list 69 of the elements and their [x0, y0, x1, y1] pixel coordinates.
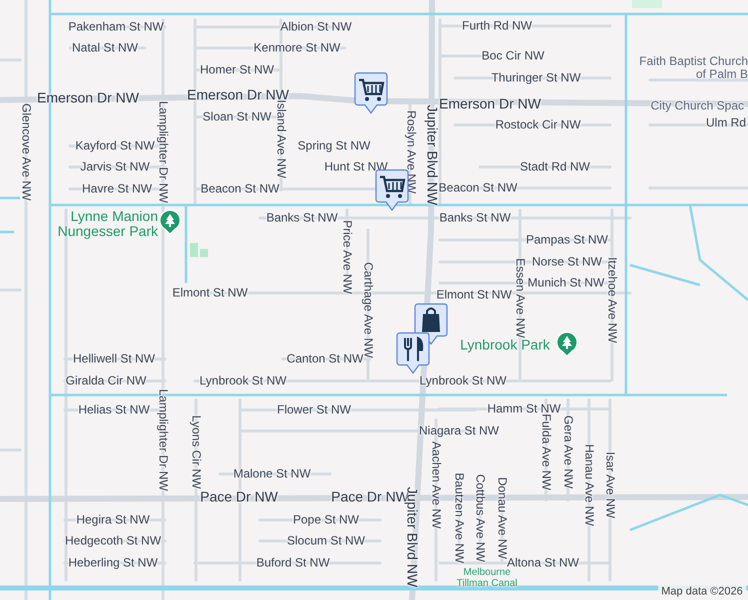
- park-label: Lynne Manion Nungesser Park: [56, 209, 158, 239]
- street-label: Lynbrook St NW: [420, 374, 506, 388]
- street-label: Havre St NW: [82, 182, 152, 196]
- street-label: Emerson Dr NW: [439, 96, 541, 112]
- street-label: Pope St NW: [292, 514, 360, 526]
- street-label: Canton St NW: [286, 352, 364, 366]
- street-label: Cottbus Ave NW: [474, 474, 486, 562]
- street-label: Kayford St NW: [75, 140, 155, 152]
- street-label: Banks St NW: [439, 212, 511, 224]
- street-label: Island Ave NW: [274, 100, 288, 178]
- street-label: Isar Ave NW: [604, 452, 616, 518]
- street-label: Lamplighter Dr NW: [156, 100, 170, 204]
- street-label: Banks St NW: [266, 212, 338, 224]
- street-label: Rostock Cir NW: [495, 118, 581, 132]
- street-label: Glencove Ave NW: [20, 103, 32, 201]
- street-label: Helias St NW: [78, 404, 150, 416]
- street-label: Thuringer St NW: [491, 72, 581, 84]
- street-label: Altona St NW: [506, 556, 580, 570]
- street-label: Emerson Dr NW: [37, 90, 139, 106]
- street-label: Niagara St NW: [418, 424, 500, 438]
- street-label: Slocum St NW: [287, 534, 365, 548]
- place-label: Faith Baptist Church of Palm B: [638, 55, 748, 81]
- street-label: Hedgecoth St NW: [64, 534, 162, 548]
- street-label: Kenmore St NW: [254, 42, 340, 54]
- street-label: Malone St NW: [233, 468, 311, 480]
- street-label: Heberling St NW: [68, 556, 158, 570]
- street-label: Lyons Cir NW: [190, 415, 202, 489]
- attribution-text: Map data ©2026: [658, 586, 746, 598]
- street-label: Aachen Ave NW: [430, 441, 442, 529]
- street-label: Furth Rd NW: [462, 20, 532, 32]
- street-label: Albion St NW: [280, 20, 352, 34]
- street-label: Beacon St NW: [200, 182, 280, 196]
- street-label: Emerson Dr NW: [187, 88, 289, 102]
- street-label: Lynbrook St NW: [200, 374, 286, 388]
- street-label: Elmont St NW: [172, 286, 248, 300]
- street-label: Buford St NW: [256, 556, 330, 570]
- street-label: Boc Cir NW: [482, 50, 544, 62]
- street-label: Pampas St NW: [526, 234, 608, 246]
- street-label: Helliwell St NW: [73, 352, 155, 366]
- place-label: City Church Spac: [650, 100, 744, 112]
- street-label: Elmont St NW: [436, 288, 512, 302]
- street-label: Hanau Ave NW: [582, 444, 596, 526]
- street-label: Flower St NW: [277, 404, 351, 416]
- street-label: Norse St NW: [532, 256, 602, 268]
- street-label: Jupiter Blvd NW: [424, 104, 440, 206]
- street-label: Lamplighter Dr NW: [156, 388, 170, 492]
- street-label: Bautzen Ave NW: [452, 472, 466, 564]
- street-label: Hegira St NW: [76, 514, 150, 526]
- street-label: Hamm St NW: [487, 402, 561, 416]
- street-label: Price Ave NW: [340, 220, 354, 294]
- street-label: Munich St NW: [528, 276, 604, 290]
- street-label: Sloan St NW: [202, 110, 272, 124]
- street-label: Homer St NW: [200, 64, 274, 76]
- street-label: Pace Dr NW: [200, 490, 278, 504]
- street-label: Spring St NW: [298, 140, 370, 152]
- street-label: Essen Ave NW: [514, 258, 526, 338]
- street-label: Donau Ave NW: [496, 477, 508, 559]
- street-label: Stadt Rd NW: [520, 160, 590, 174]
- street-label: Beacon St NW: [438, 182, 518, 194]
- street-label: Pakenham St NW: [68, 20, 164, 34]
- street-label: Ulm Rd: [706, 116, 746, 130]
- park-label: Lynbrook Park: [460, 338, 550, 352]
- street-label: Fulda Ave NW: [540, 414, 552, 490]
- street-label: Natal St NW: [72, 42, 138, 54]
- street-label: Giralda Cir NW: [66, 374, 146, 388]
- canal-label: Melbourne Tillman Canal: [456, 567, 518, 589]
- street-label: Jarvis St NW: [80, 160, 150, 174]
- street-label: Gera Ave NW: [562, 415, 574, 489]
- street-label: Itzehoe Ave NW: [606, 257, 618, 343]
